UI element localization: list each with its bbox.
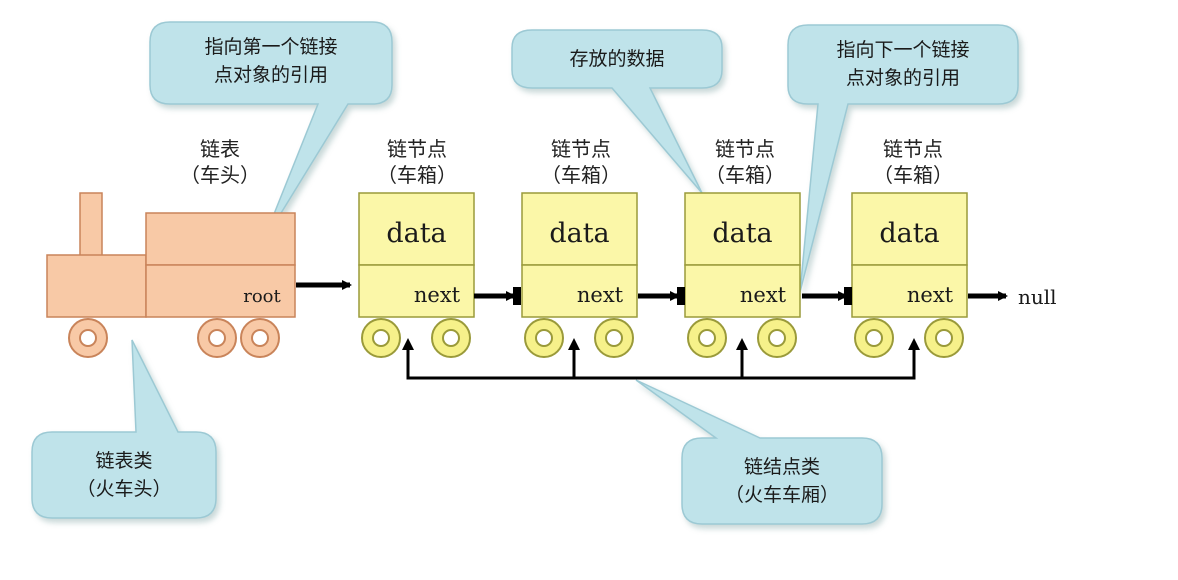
next-field: [358, 264, 475, 318]
node-car-2: data next: [521, 192, 638, 358]
engine-front-body: [46, 254, 147, 318]
wheel-hub: [698, 329, 716, 347]
wheel-hub: [935, 329, 953, 347]
next-field: [684, 264, 801, 318]
next-label: next: [577, 283, 624, 307]
bubble-node-class-text: 链结点类（火车车厢）: [724, 456, 839, 506]
data-label: data: [879, 218, 939, 249]
wheel-hub: [442, 329, 460, 347]
root-label: root: [243, 286, 281, 307]
null-label: null: [1018, 285, 1057, 309]
connector-arrowheads: [402, 338, 920, 350]
node-title-1: 链节点（车箱）: [377, 137, 457, 187]
next-arrows: [296, 280, 1008, 301]
bubble-first-ref-text: 指向第一个链接点对象的引用: [204, 36, 338, 86]
node-title-2: 链节点（车箱）: [541, 137, 621, 187]
data-field: [684, 192, 801, 266]
data-field: [358, 192, 475, 266]
next-field: [521, 264, 638, 318]
bubble-next-ref: [787, 24, 1019, 293]
node-car-1: data next: [358, 192, 475, 358]
data-label: data: [549, 218, 609, 249]
arrow-tails: [513, 287, 852, 305]
wheel-hub: [372, 329, 390, 347]
engine-wheels: [68, 318, 280, 358]
engine-cab-bottom: [145, 264, 296, 318]
engine-cab-top: [145, 212, 296, 266]
bubble-list-class: [31, 339, 217, 519]
node-class-connector: [406, 345, 916, 380]
wheel-hub: [535, 329, 553, 347]
engine-chimney: [79, 192, 103, 257]
bubble-node-class: [635, 379, 883, 525]
bubble-next-ref-text: 指向下一个链接点对象的引用: [836, 39, 970, 89]
next-label: next: [740, 283, 787, 307]
data-label: data: [386, 218, 446, 249]
next-label: next: [907, 283, 954, 307]
node-cars: data next data next data next data next: [358, 192, 968, 358]
wheel-hub: [768, 329, 786, 347]
bubble-data-store: [511, 29, 723, 194]
wheel-hub: [605, 329, 623, 347]
next-label: next: [414, 283, 461, 307]
data-field: [521, 192, 638, 266]
engine: root: [46, 192, 296, 358]
node-car-4: data next: [851, 192, 968, 358]
bubble-first-ref: [149, 21, 393, 245]
data-label: data: [712, 218, 772, 249]
bubble-list-class-text: 链表类（火车头）: [76, 450, 172, 500]
node-title-3: 链节点（车箱）: [705, 137, 785, 187]
node-title-4: 链节点（车箱）: [873, 137, 953, 187]
engine-label: 链表（车头）: [180, 137, 260, 187]
bubble-data-store-text: 存放的数据: [569, 48, 665, 70]
node-car-3: data next: [684, 192, 801, 358]
wheel-hub: [865, 329, 883, 347]
